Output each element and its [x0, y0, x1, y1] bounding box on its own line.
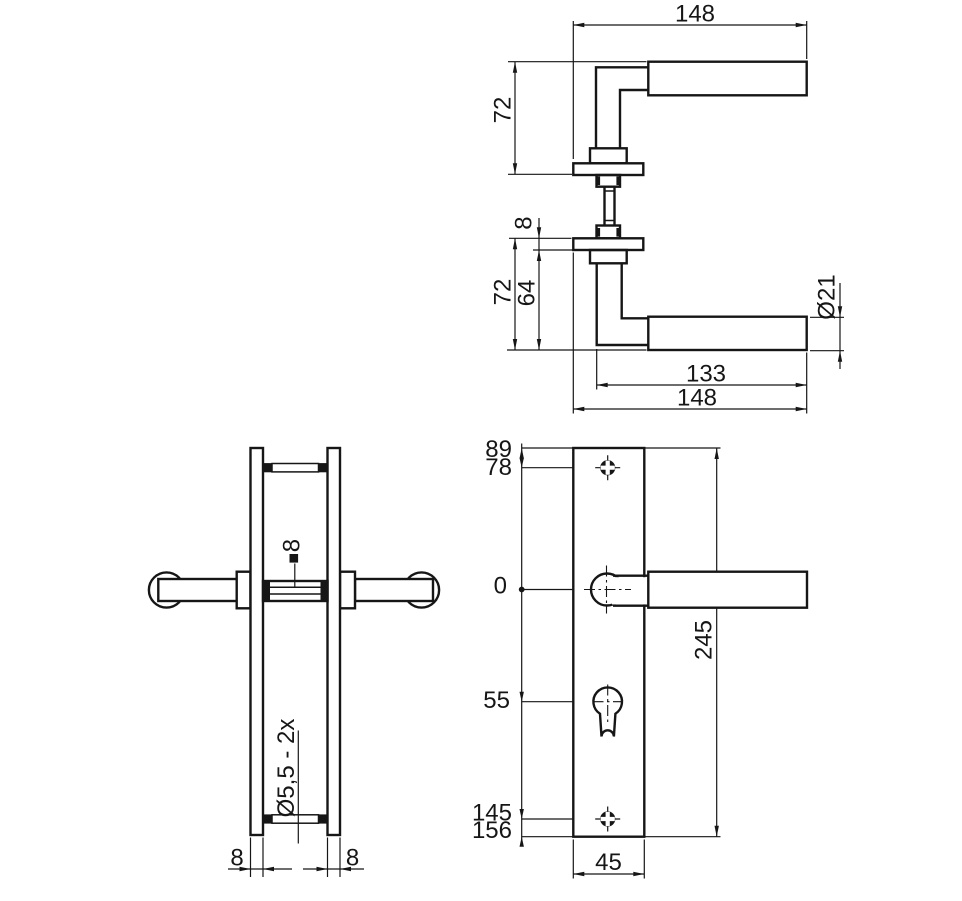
dim-plate-width: 45: [572, 839, 645, 879]
right-plate-edge: [326, 446, 342, 837]
dim-label-screw-holes: Ø5,5 - 2x: [273, 719, 300, 818]
dim-label-rosette-thickness: 8: [511, 216, 538, 229]
right-collar: [338, 570, 357, 610]
left-collar: [235, 570, 252, 610]
dim-grip-diameter: Ø21: [810, 274, 844, 369]
upper-neck-inner: [618, 88, 649, 149]
upper-rosette-step: [588, 147, 628, 165]
dim-label-total-width-bottom: 148: [677, 385, 717, 412]
dim-label-height-lower: 72: [490, 279, 517, 306]
side-view: 8 Ø5,5 - 2x 8 8: [147, 446, 441, 877]
top-screw: [595, 455, 621, 481]
left-plate-edge: [249, 446, 265, 837]
dim-label-plate-width: 45: [595, 849, 622, 876]
lower-handle: [572, 237, 808, 352]
callout-spindle-square: 8: [279, 539, 306, 588]
backplate: [572, 446, 646, 838]
bottom-connecting-screw: [263, 814, 328, 824]
spindle-shaft: [603, 186, 616, 226]
dim-label-handle-centre: 0: [494, 573, 507, 600]
lower-grip: [647, 315, 808, 352]
euro-cylinder-hole: [592, 684, 624, 737]
dim-plate-thickness: 8 8: [228, 837, 364, 877]
dim-label-plate-top-offset: 89: [485, 436, 512, 463]
dim-label-neck-height: 64: [514, 280, 541, 307]
upper-handle: [572, 60, 808, 177]
lower-neck-outer: [595, 263, 649, 347]
dim-label-bottom-screw-offset: 145: [472, 800, 512, 827]
dim-label-total-width-top: 148: [675, 1, 715, 28]
dim-plate-length: 245: [691, 448, 719, 837]
front-view: 245: [472, 436, 809, 879]
callout-screw-holes: Ø5,5 - 2x: [273, 719, 300, 844]
spindle-top-view: [595, 173, 622, 240]
dim-neck-height: 64: [514, 250, 542, 350]
left-neck-bar: [157, 577, 238, 603]
right-neck-bar: [353, 577, 435, 603]
dim-label-cylinder-centre: 55: [483, 687, 510, 714]
dim-vertical-positions: 89 78 0 55 145 156: [472, 436, 525, 847]
lower-rosette-step: [588, 248, 628, 265]
dim-label-plate-thickness-right: 8: [346, 845, 359, 872]
top-connecting-screw: [263, 462, 328, 473]
bottom-screw: [595, 806, 621, 832]
dim-label-grip-length: 133: [686, 361, 726, 388]
dim-label-top-screw-offset: 78: [485, 454, 512, 481]
zero-reference-dot: [518, 586, 525, 593]
upper-neck-outer: [594, 66, 649, 149]
dim-label-grip-diameter: Ø21: [814, 274, 841, 319]
dim-label-spindle-square: 8: [279, 539, 306, 552]
handle-lever: [584, 565, 809, 614]
square-symbol: [289, 554, 299, 563]
dim-grip-length: 133: [596, 349, 808, 414]
top-view: 148: [490, 1, 844, 414]
dim-height-lower: 72: [490, 238, 647, 351]
dim-label-height-upper: 72: [490, 97, 517, 124]
handle-neck: [613, 574, 650, 607]
upper-grip: [647, 60, 808, 97]
dim-rosette-thickness: 8: [509, 216, 589, 251]
lower-rosette: [572, 237, 645, 252]
dim-label-plate-length: 245: [691, 620, 718, 660]
dim-total-width-top: 148: [572, 1, 808, 159]
upper-rosette: [572, 162, 645, 177]
dim-total-width-bottom: 148: [572, 252, 807, 414]
dim-height-upper: 72: [490, 61, 647, 175]
dim-label-plate-bottom-offset: 156: [472, 817, 512, 844]
lower-neck-inner: [620, 263, 649, 320]
handle-grip: [647, 570, 809, 609]
dim-label-plate-thickness-left: 8: [230, 845, 243, 872]
